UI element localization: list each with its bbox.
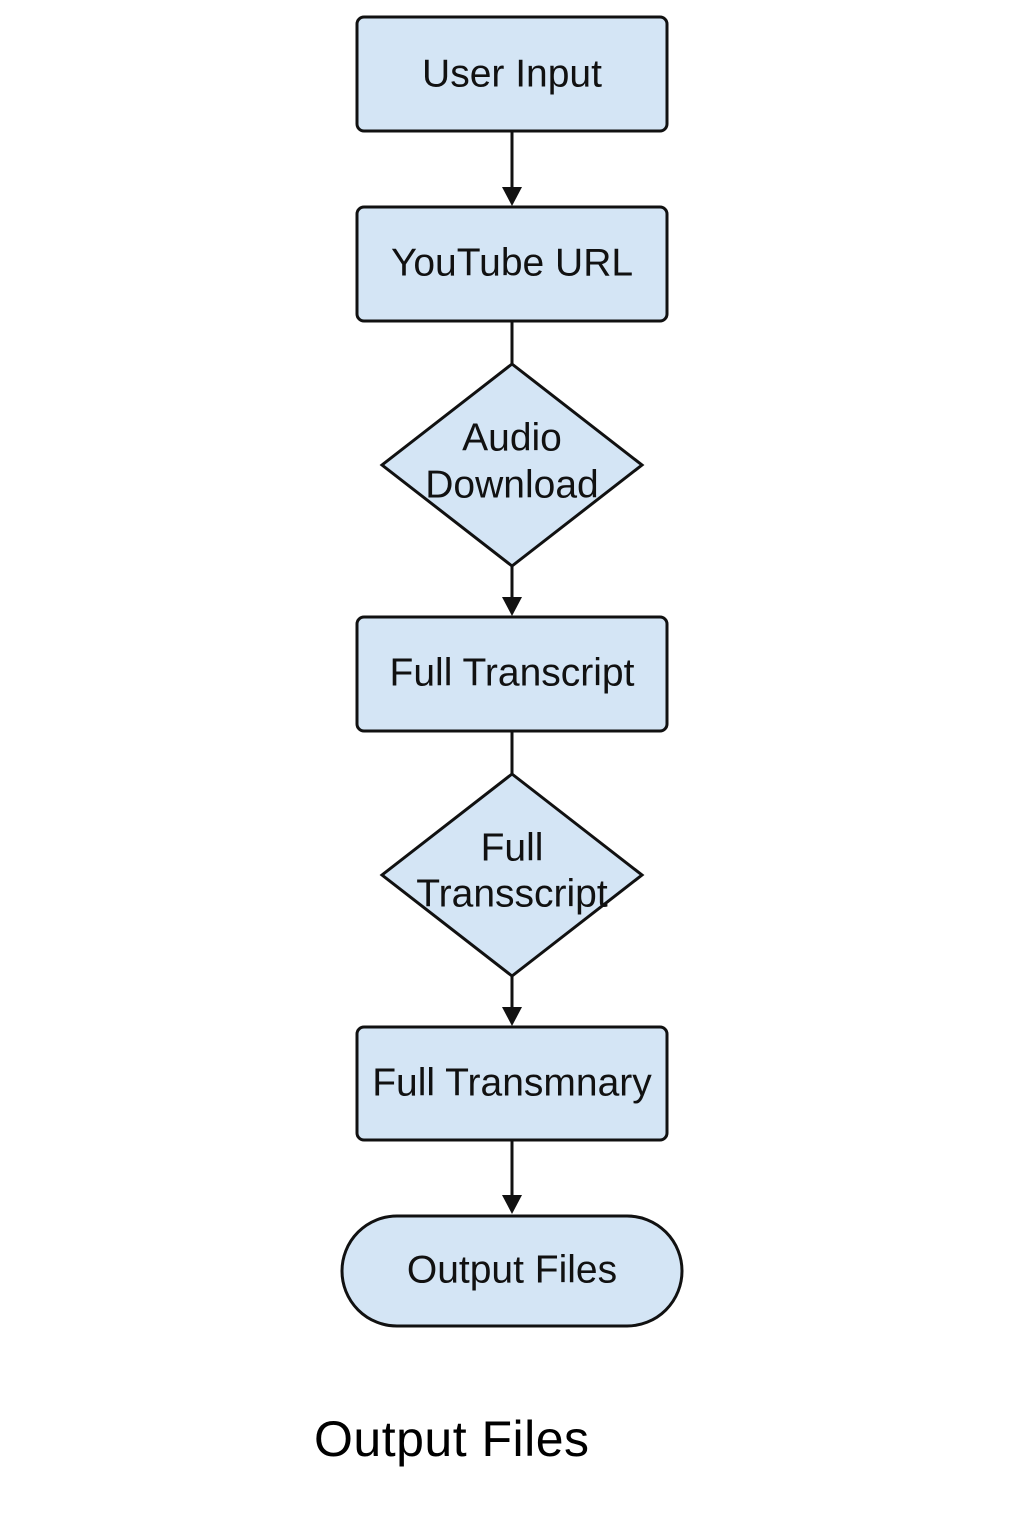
node-label-line-1: Audio [462, 416, 562, 459]
node-label: User Input [422, 52, 602, 95]
node-full-transmnary: Full Transmnary [355, 1025, 669, 1142]
node-youtube-url: YouTube URL [355, 205, 669, 323]
node-label: Output Files [407, 1248, 617, 1291]
process-box [355, 615, 669, 733]
arrowhead-output-files [502, 1195, 522, 1214]
node-label: Full Transmnary [372, 1061, 652, 1104]
node-label-line-1: Full [481, 826, 544, 869]
node-full-transscript: Full Transscript [379, 772, 645, 978]
connectors [502, 131, 522, 1214]
node-label: Full Transcript [390, 651, 635, 694]
footer-title: Output Files [314, 1411, 590, 1467]
arrowhead-full-transmnary [502, 1007, 522, 1026]
node-full-transcript: Full Transcript [355, 615, 669, 733]
arrowhead-youtube-url [502, 187, 522, 206]
process-box [355, 15, 669, 133]
process-box [355, 1025, 669, 1142]
process-box [355, 205, 669, 323]
arrowhead-full-transcript [502, 597, 522, 616]
node-label-line-2: Download [425, 463, 598, 506]
node-label: YouTube URL [391, 241, 633, 284]
terminator-pill [340, 1214, 684, 1328]
node-user-input: User Input [355, 15, 669, 133]
node-output-files: Output Files [340, 1214, 684, 1328]
decision-diamond [379, 772, 645, 978]
node-label-line-2: Transscript [416, 872, 608, 915]
decision-diamond [379, 362, 645, 568]
node-audio-download: Audio Download [379, 362, 645, 568]
